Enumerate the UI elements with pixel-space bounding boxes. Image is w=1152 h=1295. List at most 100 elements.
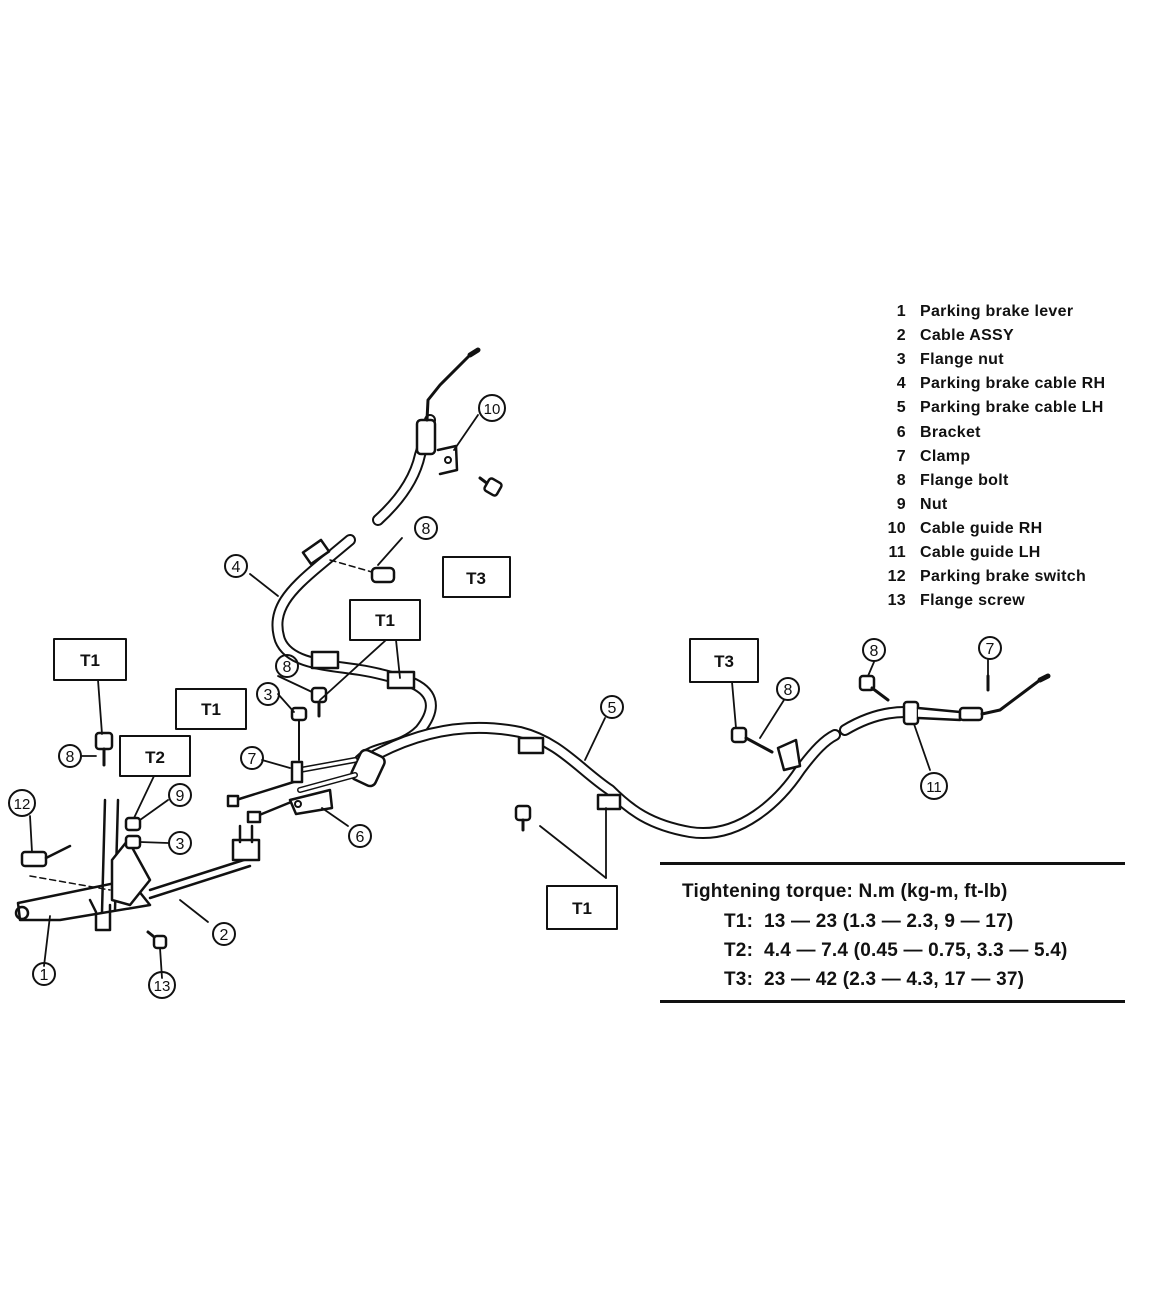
svg-text:T2: T2 bbox=[145, 748, 165, 767]
legend-number: 10 bbox=[887, 519, 906, 537]
svg-text:T1: T1 bbox=[572, 899, 592, 918]
callout-8: 8 bbox=[776, 677, 800, 701]
torque-bottom-rule bbox=[660, 1000, 1125, 1003]
callout-9: 9 bbox=[168, 783, 192, 807]
callout-3: 3 bbox=[168, 831, 192, 855]
legend-number: 13 bbox=[887, 592, 906, 610]
legend-number: 2 bbox=[896, 327, 906, 345]
svg-text:8: 8 bbox=[422, 521, 431, 538]
svg-text:T1: T1 bbox=[375, 611, 395, 630]
legend-number: 7 bbox=[896, 447, 906, 465]
svg-text:8: 8 bbox=[283, 659, 292, 676]
svg-text:7: 7 bbox=[986, 641, 995, 658]
legend-label: Flange bolt bbox=[920, 471, 1009, 489]
svg-text:11: 11 bbox=[926, 779, 942, 796]
callout-11: 11 bbox=[920, 772, 948, 800]
callout-1: 1 bbox=[32, 962, 56, 986]
svg-text:5: 5 bbox=[608, 700, 617, 717]
leader-lines bbox=[29, 414, 989, 979]
legend-label: Parking brake lever bbox=[920, 303, 1074, 321]
callouts: 1 2 3 3 4 5 6 7 7 8 8 8 8 8 9 10 11 12 1… bbox=[8, 394, 1002, 999]
callout-8: 8 bbox=[414, 516, 438, 540]
callout-8: 8 bbox=[862, 638, 886, 662]
svg-text:1: 1 bbox=[40, 967, 49, 984]
legend-item: 7 Clamp bbox=[880, 445, 1150, 469]
callout-5: 5 bbox=[600, 695, 624, 719]
torque-value: 23 — 42 (2.3 — 4.3, 17 — 37) bbox=[764, 969, 1025, 990]
legend-item: 11 Cable guide LH bbox=[880, 541, 1150, 565]
svg-text:7: 7 bbox=[248, 751, 257, 768]
svg-text:13: 13 bbox=[154, 978, 171, 995]
torque-boxes: T3 T1 T1 T1 T2 T3 T1 bbox=[53, 556, 759, 930]
legend-item: 1 Parking brake lever bbox=[880, 300, 1150, 324]
legend-item: 4 Parking brake cable RH bbox=[880, 372, 1150, 396]
legend-number: 1 bbox=[896, 303, 906, 321]
torque-row-t1: T1: 13 — 23 (1.3 — 2.3, 9 — 17) bbox=[724, 907, 1125, 936]
legend-number: 6 bbox=[896, 423, 906, 441]
legend-label: Flange nut bbox=[920, 351, 1004, 369]
svg-text:3: 3 bbox=[176, 836, 185, 853]
legend-label: Parking brake switch bbox=[920, 568, 1087, 586]
svg-text:8: 8 bbox=[870, 643, 879, 660]
legend-number: 9 bbox=[896, 495, 906, 513]
legend-label: Cable guide LH bbox=[920, 543, 1041, 561]
callout-13: 13 bbox=[148, 971, 176, 999]
legend-number: 4 bbox=[896, 375, 906, 393]
svg-text:8: 8 bbox=[784, 682, 793, 699]
svg-text:T1: T1 bbox=[80, 651, 100, 670]
legend-number: 5 bbox=[896, 399, 906, 417]
legend-number: 8 bbox=[896, 471, 906, 489]
parking-brake-lever bbox=[14, 731, 262, 950]
torque-row-t3: T3: 23 — 42 (2.3 — 4.3, 17 — 37) bbox=[724, 965, 1125, 994]
legend-label: Parking brake cable RH bbox=[920, 375, 1106, 393]
svg-text:10: 10 bbox=[484, 401, 501, 418]
svg-text:T1: T1 bbox=[201, 700, 221, 719]
legend-number: 11 bbox=[888, 543, 906, 561]
parking-brake-cable-rh bbox=[271, 347, 503, 766]
torque-box-t1-left: T1 bbox=[175, 688, 247, 730]
legend-item: 6 Bracket bbox=[880, 420, 1150, 444]
torque-box-t2: T2 bbox=[119, 735, 191, 777]
callout-10: 10 bbox=[478, 394, 506, 422]
torque-title: Tightening torque: N.m (kg-m, ft-lb) bbox=[682, 881, 1008, 902]
torque-row-t2: T2: 4.4 — 7.4 (0.45 — 0.75, 3.3 — 5.4) bbox=[724, 936, 1125, 965]
callout-3: 3 bbox=[256, 682, 280, 706]
parking-brake-cable-lh bbox=[364, 673, 1051, 840]
parts-legend: 1 Parking brake lever 2 Cable ASSY 3 Flange n… bbox=[880, 300, 1150, 613]
callout-8: 8 bbox=[58, 744, 82, 768]
torque-box-t1-center: T1 bbox=[349, 599, 421, 641]
legend-item: 2 Cable ASSY bbox=[880, 324, 1150, 348]
callout-4: 4 bbox=[224, 554, 248, 578]
legend-number: 3 bbox=[896, 351, 906, 369]
svg-text:T3: T3 bbox=[714, 652, 734, 671]
legend-item: 8 Flange bolt bbox=[880, 469, 1150, 493]
torque-value: 4.4 — 7.4 (0.45 — 0.75, 3.3 — 5.4) bbox=[764, 940, 1068, 961]
callout-7: 7 bbox=[978, 636, 1002, 660]
callout-6: 6 bbox=[348, 824, 372, 848]
legend-item: 12 Parking brake switch bbox=[880, 565, 1150, 589]
svg-text:12: 12 bbox=[14, 796, 31, 813]
torque-label: T1: bbox=[724, 911, 754, 932]
callout-12: 12 bbox=[8, 789, 36, 817]
legend-number: 12 bbox=[887, 568, 906, 586]
legend-label: Nut bbox=[920, 495, 948, 513]
torque-box-t3-rh: T3 bbox=[442, 556, 511, 598]
svg-text:2: 2 bbox=[220, 927, 229, 944]
torque-spec-block: Tightening torque: N.m (kg-m, ft-lb) T1:… bbox=[660, 862, 1125, 1003]
torque-label: T3: bbox=[724, 969, 754, 990]
callout-2: 2 bbox=[212, 922, 236, 946]
callout-7: 7 bbox=[240, 746, 264, 770]
svg-text:9: 9 bbox=[176, 788, 185, 805]
torque-label: T2: bbox=[724, 940, 754, 961]
svg-text:6: 6 bbox=[356, 829, 365, 846]
torque-box-t3-lh: T3 bbox=[689, 638, 759, 683]
torque-value: 13 — 23 (1.3 — 2.3, 9 — 17) bbox=[764, 911, 1014, 932]
legend-label: Bracket bbox=[920, 423, 981, 441]
legend-label: Cable ASSY bbox=[920, 327, 1014, 345]
legend-item: 9 Nut bbox=[880, 493, 1150, 517]
svg-text:8: 8 bbox=[66, 749, 75, 766]
legend-label: Clamp bbox=[920, 447, 971, 465]
equalizer-assembly bbox=[226, 559, 396, 820]
